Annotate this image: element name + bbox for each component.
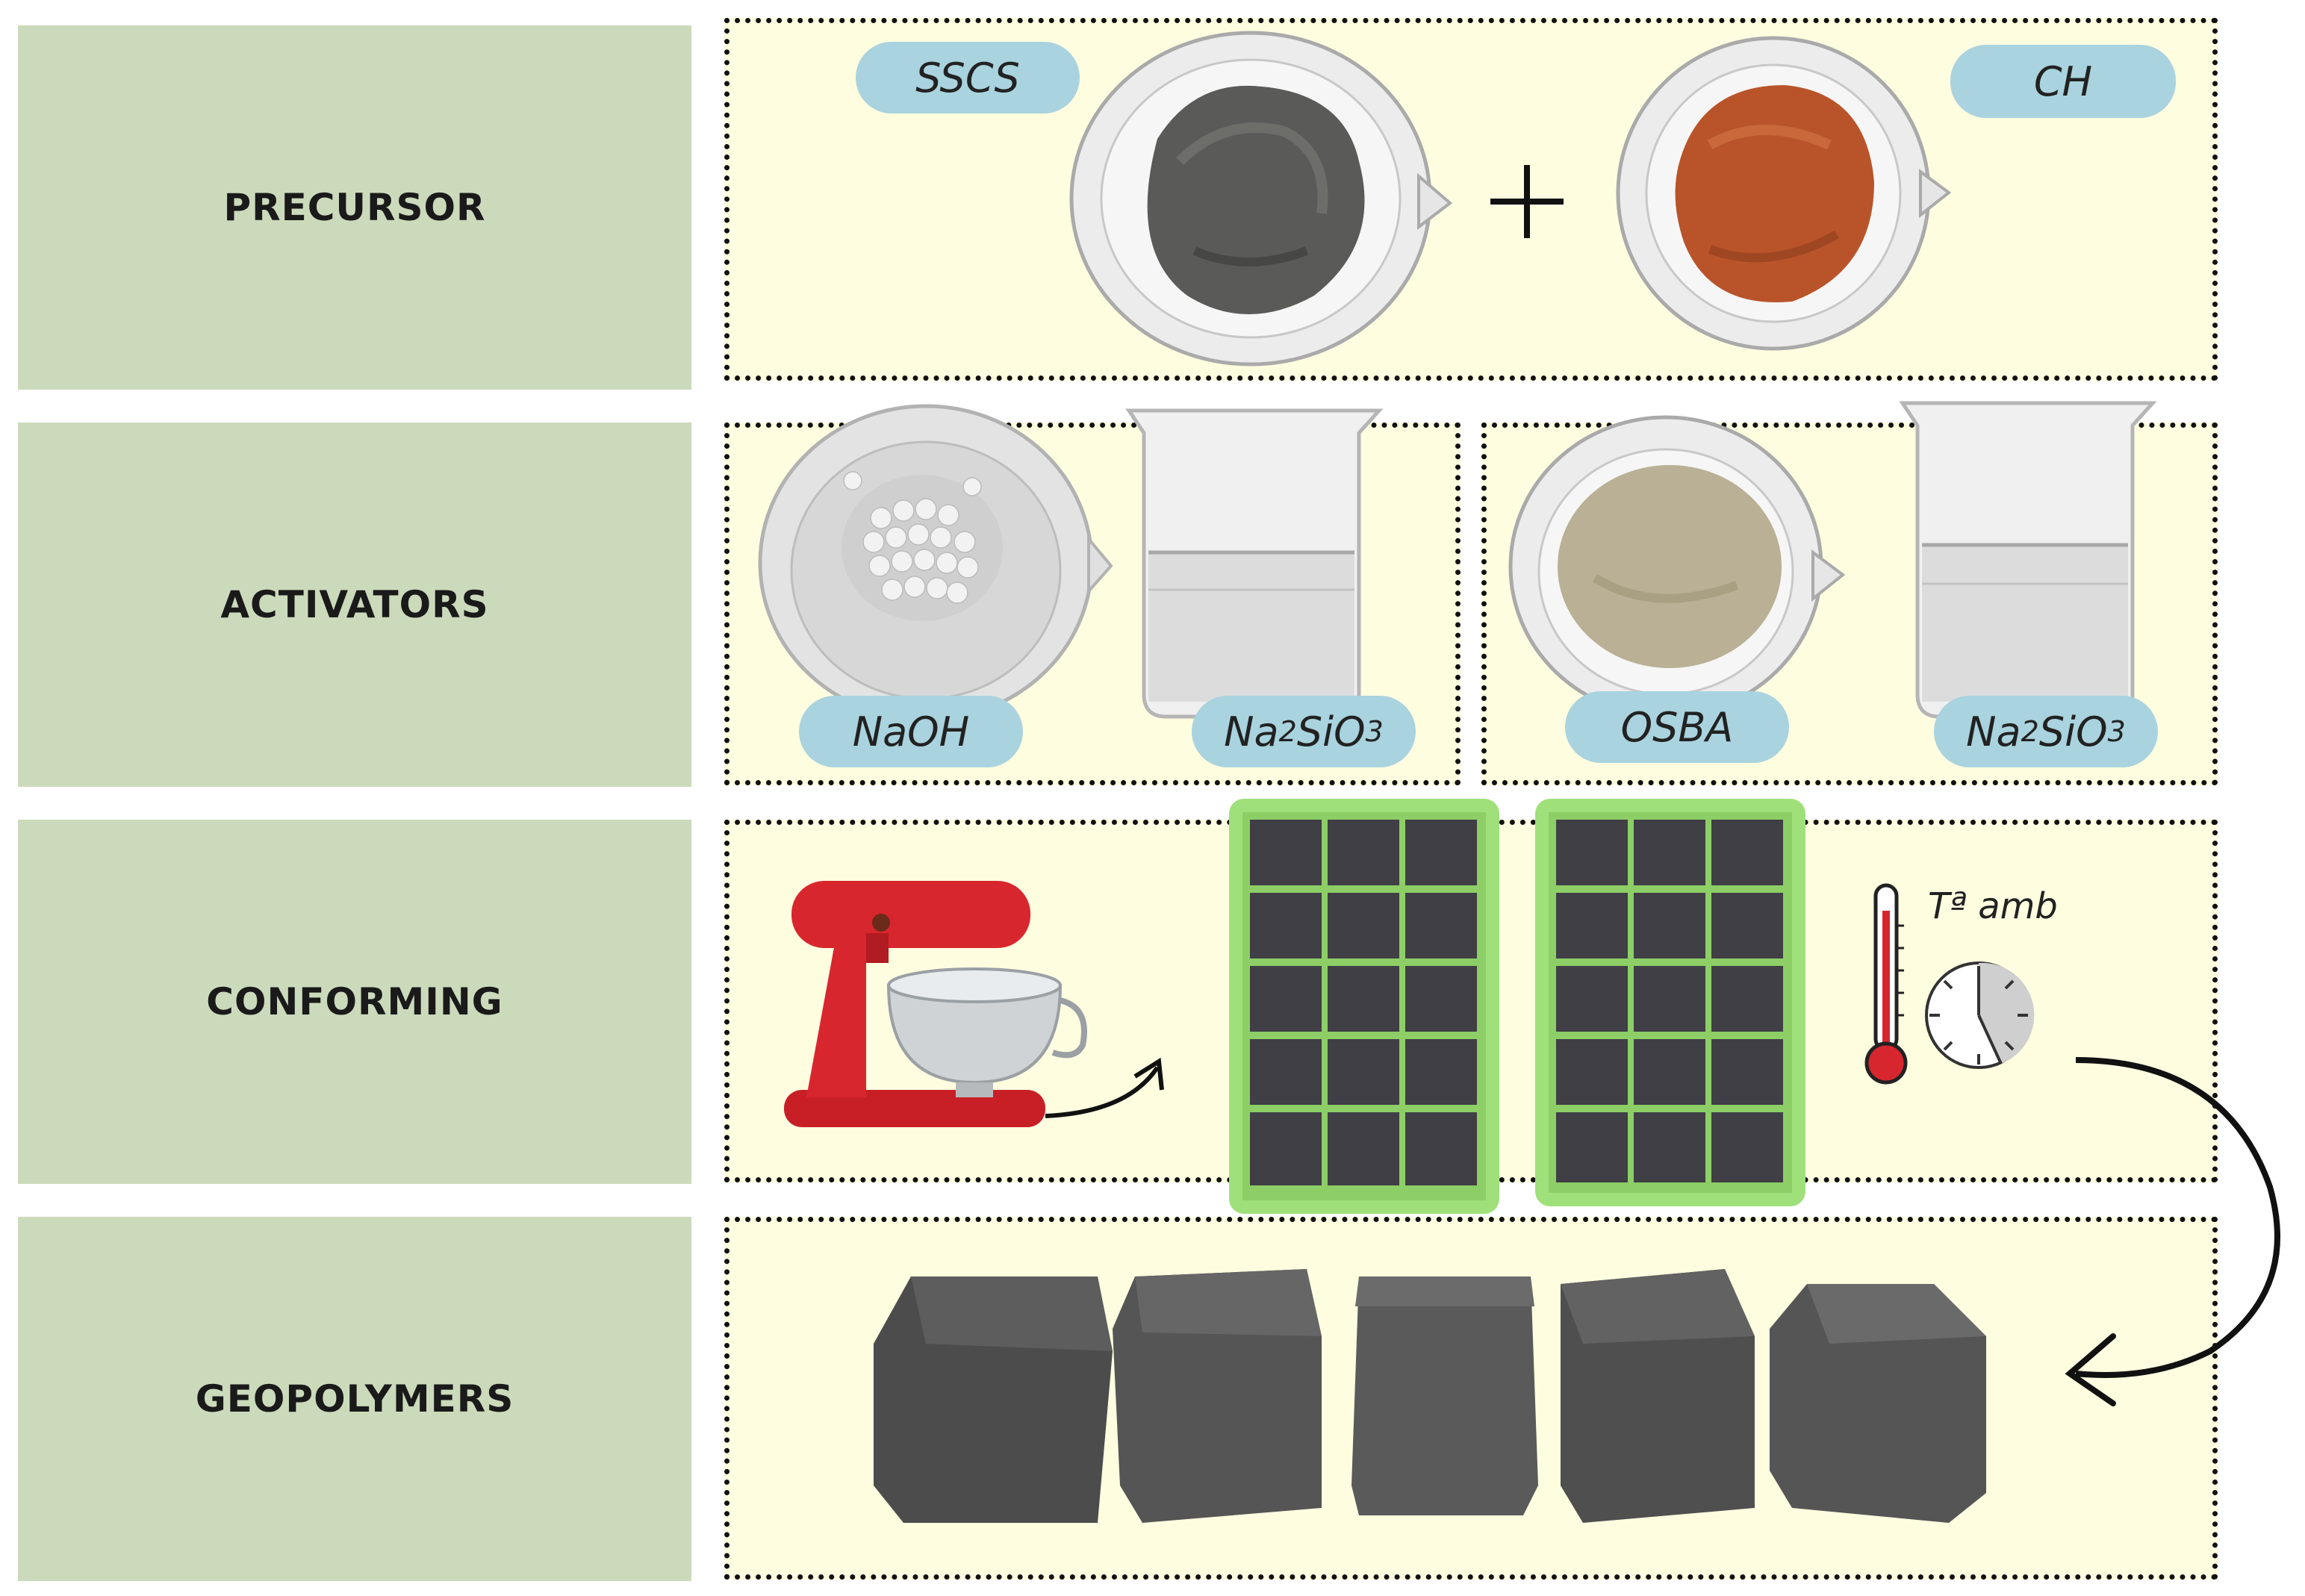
sscs-dish-image xyxy=(1069,31,1453,367)
na2sio3-label-sub2: 3 xyxy=(1365,715,1384,748)
sscs-label: SSCS xyxy=(915,54,1020,102)
na2sio3-label-sub: 2 xyxy=(1278,715,1297,748)
stage-label-conforming: CONFORMING xyxy=(18,820,691,1184)
na2sio3-label-sub: 2 xyxy=(2021,715,2039,748)
stage-label-text: GEOPOLYMERS xyxy=(195,1377,514,1421)
naoh-label-pill: NaOH xyxy=(799,696,1023,767)
curing-temperature-note: Tª amb xyxy=(1928,885,2058,927)
ch-label-pill: CH xyxy=(1950,45,2176,118)
sscs-label-pill: SSCS xyxy=(856,42,1080,113)
cube-5 xyxy=(1770,1284,1986,1523)
na2sio3-label-tail: SiO xyxy=(2038,708,2108,755)
mold-tray-image-1 xyxy=(1229,799,1499,1214)
plus-icon xyxy=(1490,165,1564,238)
cube-3 xyxy=(1351,1277,1538,1515)
na2sio3-beaker-image-2 xyxy=(1899,401,2157,719)
stage-label-geopolymers: GEOPOLYMERS xyxy=(18,1217,691,1581)
na2sio3-label-main: Na xyxy=(1966,708,2021,755)
thermometer-icon xyxy=(1864,883,1908,1085)
cube-2 xyxy=(1113,1269,1322,1523)
stage-label-precursor: PRECURSOR xyxy=(18,25,691,390)
cube-1 xyxy=(874,1277,1113,1523)
osba-dish-image xyxy=(1508,415,1846,718)
stage-label-text: CONFORMING xyxy=(206,980,503,1023)
cube-4 xyxy=(1561,1269,1755,1523)
stage-label-text: ACTIVATORS xyxy=(220,583,489,626)
naoh-beaker-image xyxy=(758,404,1113,722)
curved-arrow-icon xyxy=(2065,1057,2280,1406)
na2sio3-label-sub2: 3 xyxy=(2107,715,2126,748)
stage-label-text: PRECURSOR xyxy=(223,186,486,229)
clock-icon xyxy=(1925,961,2035,1069)
ch-label: CH xyxy=(2033,57,2093,105)
mold-tray-image-2 xyxy=(1535,799,1805,1206)
stage-label-activators: ACTIVATORS xyxy=(18,423,691,787)
na2sio3-label-tail: SiO xyxy=(1296,708,1366,755)
naoh-label: NaOH xyxy=(852,708,970,755)
na2sio3-label-main: Na xyxy=(1224,708,1279,755)
ch-dish-image xyxy=(1616,36,1952,351)
osba-label: OSBA xyxy=(1620,703,1734,751)
na2sio3-beaker-image-1 xyxy=(1125,408,1384,719)
mixer-icon xyxy=(784,881,1164,1127)
osba-label-pill: OSBA xyxy=(1565,691,1789,763)
geopolymer-cubes-image xyxy=(874,1269,1986,1523)
